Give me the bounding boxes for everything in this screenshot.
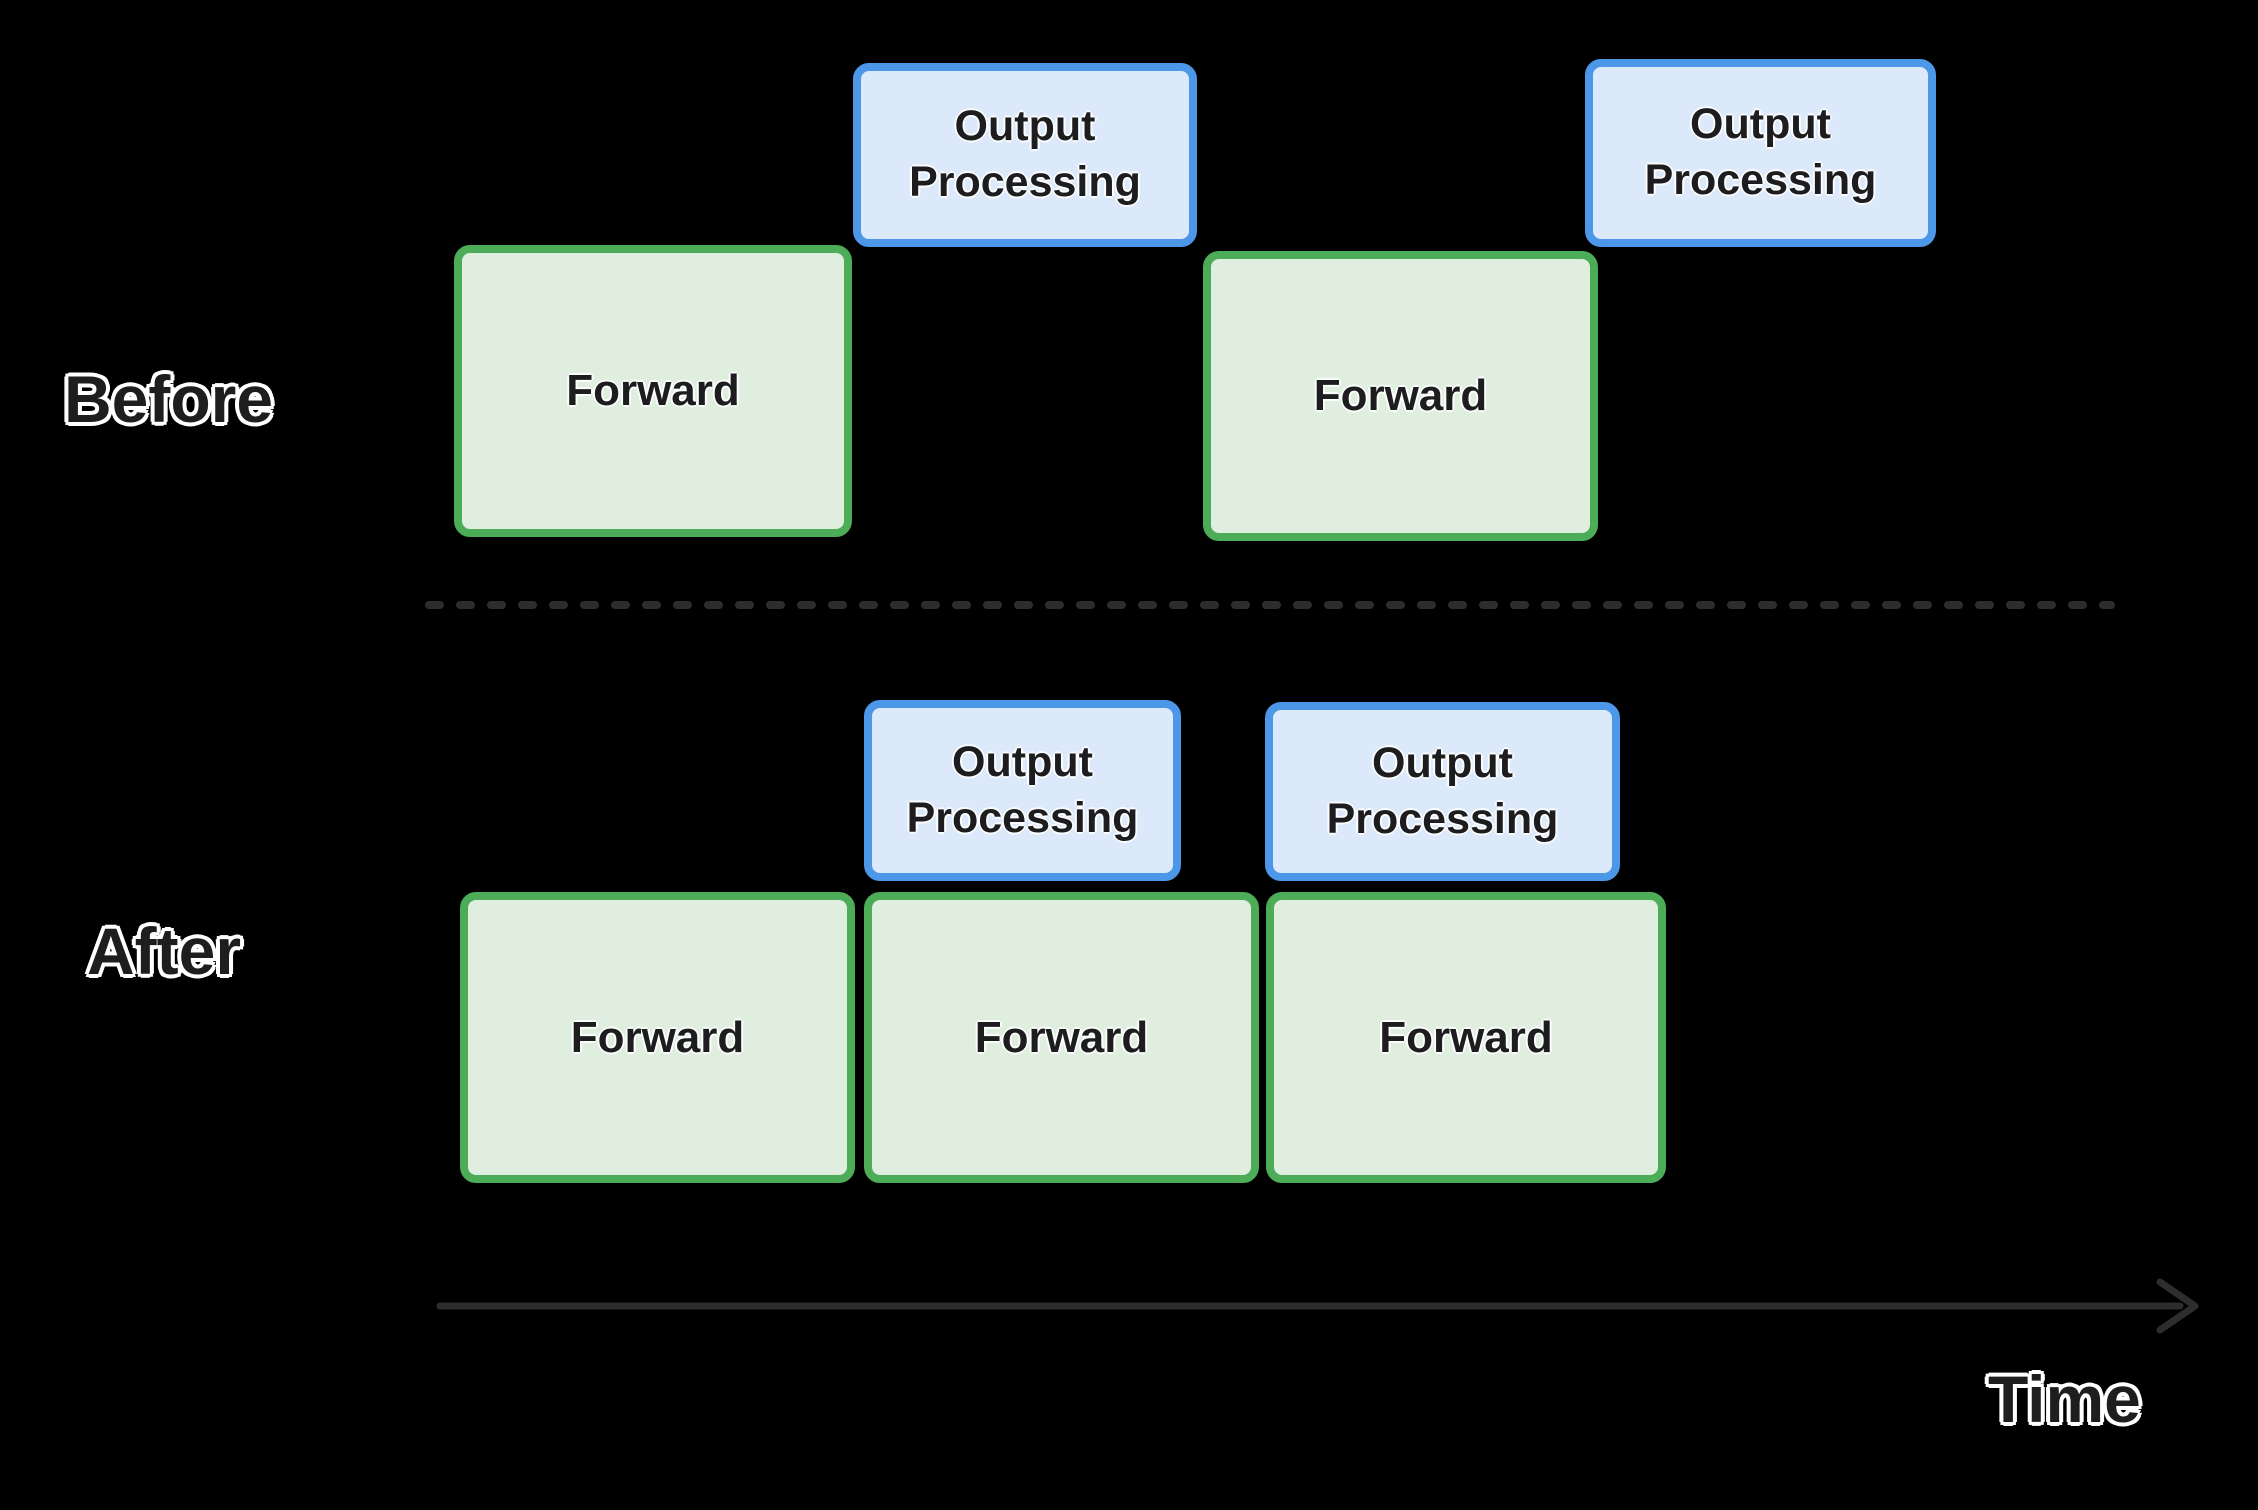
after-section-label: After [87, 914, 242, 988]
time-axis-arrow [436, 1278, 2199, 1334]
section-divider-dashed-line [425, 601, 2115, 609]
before-output-processing-box-2: Output Processing [1585, 59, 1936, 247]
after-forward-box-1-label: Forward [570, 1012, 745, 1062]
after-forward-box-3: Forward [1266, 892, 1666, 1183]
before-output-processing-box-2-label: Output Processing [1644, 100, 1877, 204]
after-forward-box-1: Forward [460, 892, 855, 1183]
before-forward-box-1: Forward [454, 245, 852, 537]
after-output-processing-box-2-label: Output Processing [1326, 738, 1559, 843]
after-forward-box-2: Forward [864, 892, 1259, 1183]
before-output-processing-box-1-label: Output Processing [909, 102, 1141, 206]
time-axis-label: Time [1988, 1362, 2141, 1436]
after-output-processing-box-1: Output Processing [864, 700, 1181, 881]
after-forward-box-2-label: Forward [974, 1012, 1149, 1062]
arrowhead-icon [2156, 1278, 2199, 1334]
after-forward-box-3-label: Forward [1379, 1012, 1553, 1062]
after-output-processing-box-2: Output Processing [1265, 702, 1620, 881]
before-forward-box-1-label: Forward [566, 366, 740, 415]
after-output-processing-box-1-label: Output Processing [906, 737, 1139, 842]
before-forward-box-2-label: Forward [1313, 371, 1488, 420]
before-forward-box-2: Forward [1203, 251, 1598, 541]
before-output-processing-box-1: Output Processing [853, 63, 1197, 247]
before-section-label: Before [64, 362, 274, 436]
